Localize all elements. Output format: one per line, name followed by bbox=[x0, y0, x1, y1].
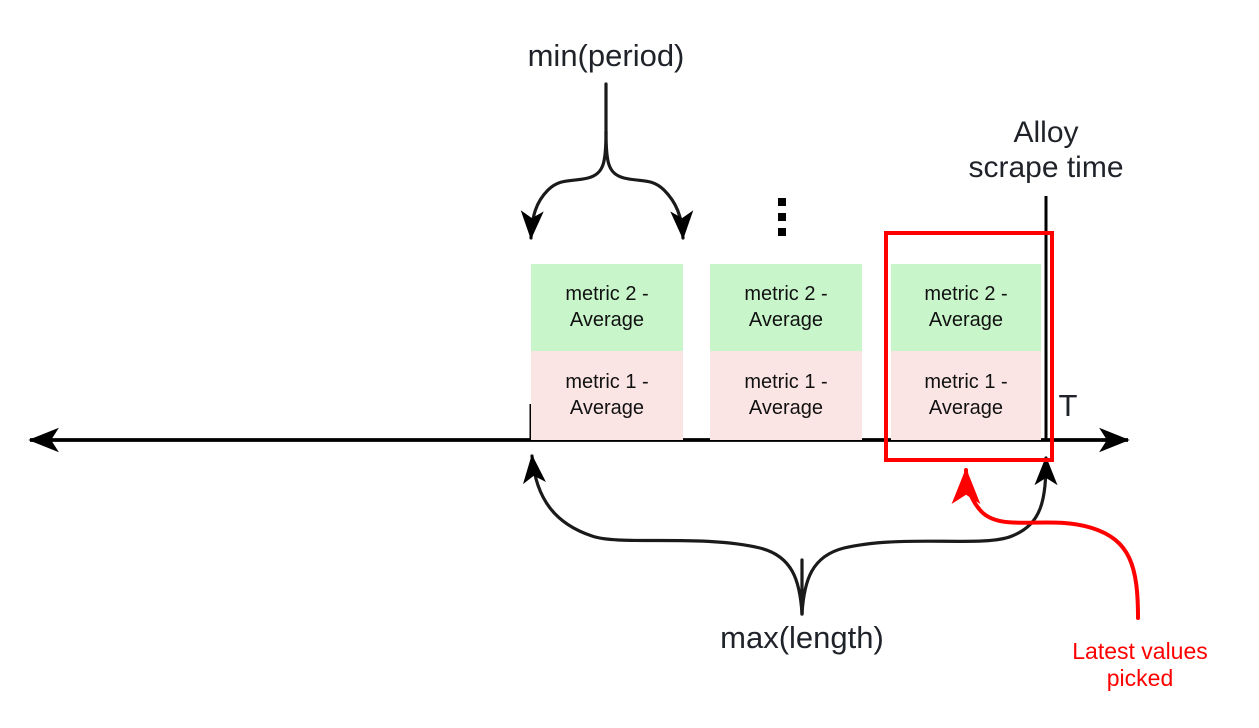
axis-t-label: T bbox=[1058, 388, 1078, 423]
latest-values-highlight-box bbox=[884, 231, 1054, 462]
ellipsis-dot bbox=[778, 198, 786, 206]
min-period-label: min(period) bbox=[527, 38, 685, 73]
max-length-brace bbox=[523, 454, 1058, 616]
latest-values-callout-arrow bbox=[951, 468, 1140, 620]
alloy-scrape-time-label: Alloy scrape time bbox=[968, 116, 1124, 185]
min-period-right-arm bbox=[604, 130, 694, 240]
max-length-label: max(length) bbox=[720, 620, 884, 655]
ellipsis-dot bbox=[778, 213, 786, 221]
metric-1-average-cell: metric 1 - Average bbox=[891, 351, 1041, 440]
metric-2-average-cell: metric 2 - Average bbox=[710, 264, 862, 351]
min-period-left-arm bbox=[520, 130, 608, 240]
metric-group-3: metric 2 - Average metric 1 - Average bbox=[891, 264, 1041, 440]
metric-2-average-cell: metric 2 - Average bbox=[531, 264, 683, 351]
metric-2-average-cell: metric 2 - Average bbox=[891, 264, 1041, 351]
max-length-left-arm bbox=[523, 454, 804, 616]
min-period-brace bbox=[520, 82, 694, 240]
vertical-ellipsis-icon bbox=[776, 198, 788, 236]
metric-group-2: metric 2 - Average metric 1 - Average bbox=[710, 264, 862, 440]
latest-values-picked-label: Latest values picked bbox=[1072, 638, 1208, 692]
metric-1-average-cell: metric 1 - Average bbox=[710, 351, 862, 440]
metric-group-1: metric 2 - Average metric 1 - Average bbox=[531, 264, 683, 440]
ellipsis-dot bbox=[778, 228, 786, 236]
metric-1-average-cell: metric 1 - Average bbox=[531, 351, 683, 440]
max-length-right-arm bbox=[800, 456, 1058, 616]
